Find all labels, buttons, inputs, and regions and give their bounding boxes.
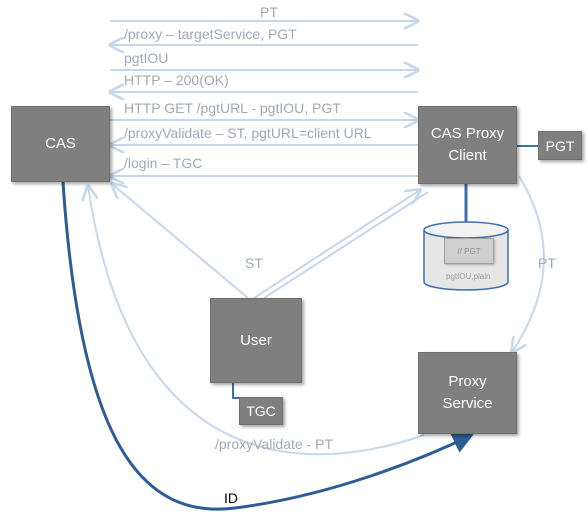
st-edge-label: ST <box>245 255 263 271</box>
message-label: PT <box>260 4 278 20</box>
user-label: User <box>240 331 272 349</box>
proxy-validate-pt-label: /proxyValidate - PT <box>215 436 334 452</box>
message-label: HTTP GET /pgtURL - pgtIOU, PGT <box>124 100 341 116</box>
message-label: pgtIOU <box>124 50 169 66</box>
tgc-tag: TGC <box>239 397 283 425</box>
cas-proxy-client-node: CAS Proxy Client <box>418 106 517 184</box>
message-label: /login – TGC <box>124 155 203 171</box>
arrow-user-client-a <box>253 190 420 299</box>
proxy-service-node: Proxy Service <box>418 352 517 434</box>
message-label: HTTP – 200(OK) <box>124 72 229 88</box>
database-record-label: // PGT <box>457 246 481 256</box>
message-label: /proxyValidate – ST, pgtURL=client URL <box>124 125 372 141</box>
database-record: // PGT <box>444 238 494 264</box>
database-caption: pgtIOU,plain <box>446 272 491 281</box>
pgt-tag-label: PGT <box>545 137 575 154</box>
pt-edge-label: PT <box>538 255 556 271</box>
message-label: /proxy – targetService, PGT <box>124 26 297 42</box>
proxy-service-label: Proxy Service <box>442 373 493 412</box>
user-tgc-connector <box>232 383 239 399</box>
id-edge-label: ID <box>224 490 238 506</box>
arrow-proxy-validate-pt <box>88 186 425 456</box>
arrow-user-cas <box>112 184 249 299</box>
arrow-client-proxy-service <box>512 175 545 352</box>
arrow-user-client-b <box>263 191 429 299</box>
user-node: User <box>210 298 302 383</box>
cas-label: CAS <box>45 135 76 152</box>
pgt-tag: PGT <box>538 131 582 160</box>
cas-proxy-client-label: CAS Proxy Client <box>430 125 505 164</box>
arrow-id <box>61 181 474 511</box>
tgc-tag-label: TGC <box>246 403 276 419</box>
cas-node: CAS <box>11 106 110 182</box>
